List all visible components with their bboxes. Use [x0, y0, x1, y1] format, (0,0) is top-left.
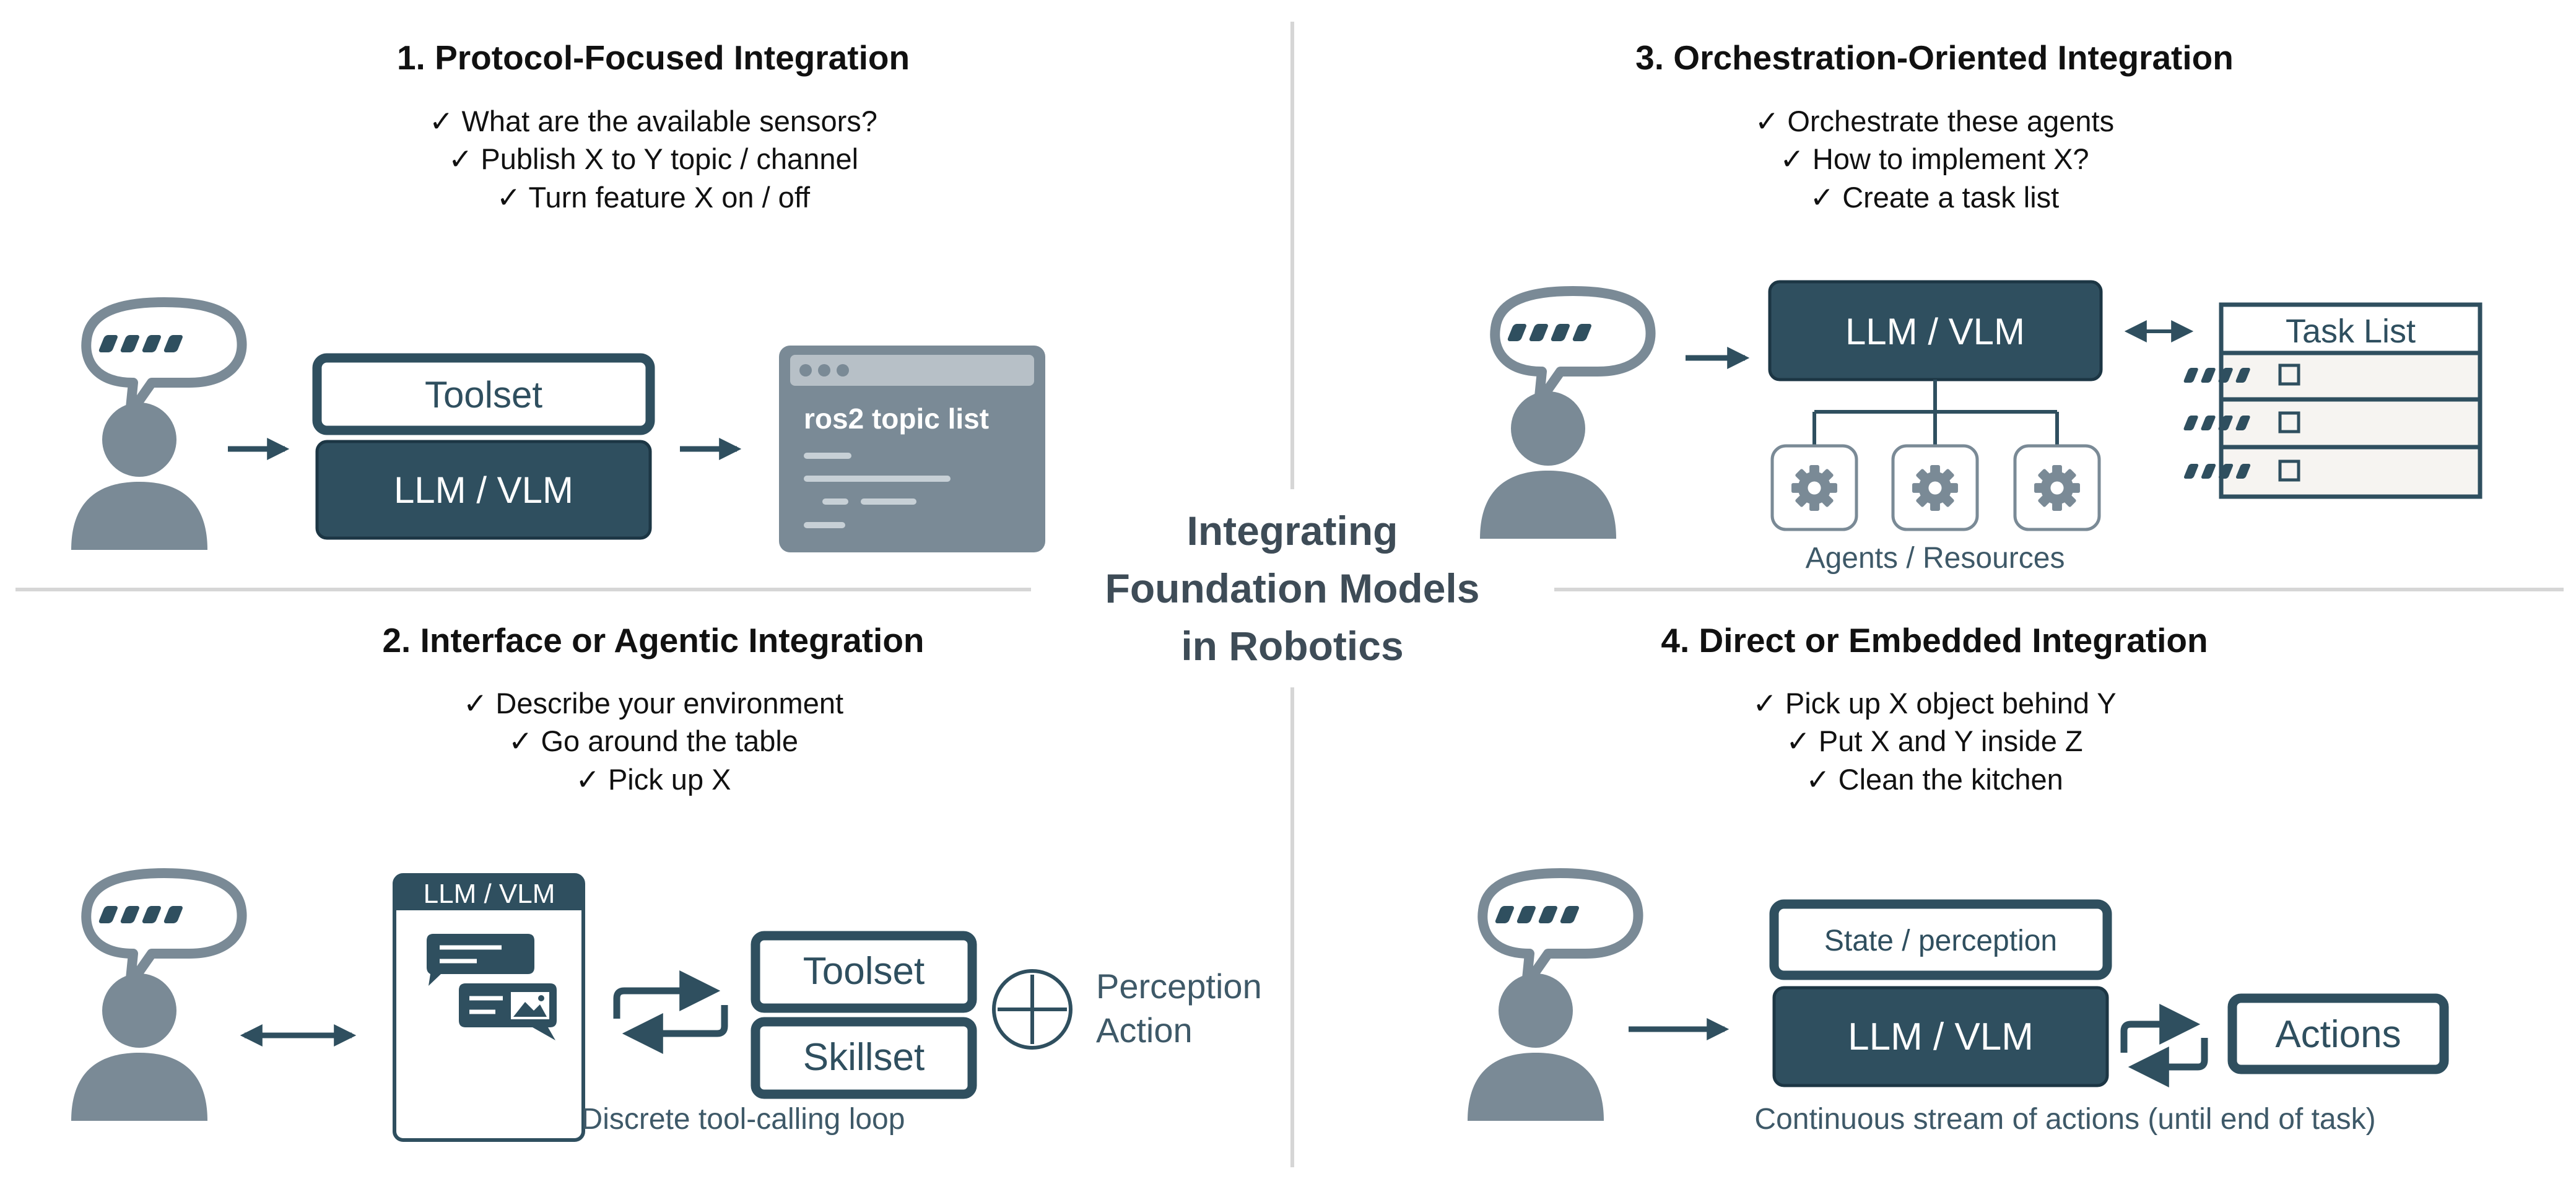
agent-node — [1770, 444, 1858, 531]
checkbox-icon — [2278, 459, 2300, 482]
user-icon — [71, 302, 242, 550]
user-icon — [1480, 291, 1651, 539]
center-title-line-1: Integrating — [1187, 508, 1398, 554]
panel-4-check-3: ✓ Clean the kitchen — [1806, 763, 2063, 796]
panel-3-check-3: ✓ Create a task list — [1810, 181, 2059, 214]
toolset-box — [312, 353, 655, 435]
panel-interface-agentic: 2. Interface or Agentic Integration ✓ De… — [71, 621, 1262, 1142]
llm-vlm-label: LLM / VLM — [1845, 311, 2025, 352]
actions-box — [2227, 993, 2449, 1074]
panel-2-check-2: ✓ Go around the table — [508, 725, 798, 757]
panel-1-check-2: ✓ Publish X to Y topic / channel — [448, 142, 858, 175]
agent-node — [2013, 444, 2101, 531]
state-perception-box — [1769, 899, 2112, 980]
skillset-box — [751, 1017, 977, 1099]
state-perception-label: State / perception — [1824, 925, 2057, 957]
panel-orchestration: 3. Orchestration-Oriented Integration ✓ … — [1480, 38, 2482, 575]
center-title-line-2: Foundation Models — [1105, 565, 1480, 611]
app-header-label: LLM / VLM — [424, 879, 555, 909]
llm-vlm-label: LLM / VLM — [1848, 1016, 2034, 1058]
panel-4-title: 4. Direct or Embedded Integration — [1661, 621, 2208, 659]
panel-direct-embedded: 4. Direct or Embedded Integration ✓ Pick… — [1468, 621, 2449, 1136]
agent-node — [1891, 444, 1979, 531]
task-row — [2183, 459, 2300, 482]
agent-tree-connectors — [1812, 380, 2059, 446]
skillset-label: Skillset — [803, 1036, 925, 1079]
loop-caption: Discrete tool-calling loop — [581, 1103, 905, 1136]
image-message-icon — [459, 983, 557, 1040]
toolset-box — [751, 931, 977, 1013]
panel-2-title: 2. Interface or Agentic Integration — [382, 621, 924, 659]
task-row — [2183, 411, 2300, 433]
window-command-text: ros2 topic list — [804, 403, 989, 435]
window-dot-icon — [818, 364, 830, 377]
center-title: Integrating Foundation Models in Robotic… — [1105, 508, 1480, 669]
llm-vlm-box — [315, 440, 652, 540]
action-label: Action — [1096, 1011, 1193, 1050]
checkbox-icon — [2278, 411, 2300, 433]
user-icon — [71, 873, 242, 1121]
panel-1-check-3: ✓ Turn feature X on / off — [497, 181, 811, 214]
plus-circle-icon — [992, 969, 1073, 1050]
actions-label: Actions — [2275, 1013, 2401, 1056]
panel-4-check-2: ✓ Put X and Y inside Z — [1786, 725, 2082, 757]
task-list-title: Task List — [2286, 313, 2416, 350]
window-title-bar — [790, 355, 1034, 386]
perception-label: Perception — [1096, 967, 1262, 1006]
panel-2-check-3: ✓ Pick up X — [576, 763, 731, 796]
gear-icon — [1791, 465, 1837, 511]
task-list: Task List — [2183, 302, 2482, 499]
chat-bubble-icon — [427, 934, 534, 986]
panel-2-check-1: ✓ Describe your environment — [463, 687, 843, 720]
task-row — [2183, 363, 2300, 386]
agents-caption: Agents / Resources — [1806, 542, 2065, 575]
refresh-loop-icon — [2120, 1004, 2208, 1087]
panel-4-check-1: ✓ Pick up X object behind Y — [1752, 687, 2116, 720]
quadrant-dividers — [15, 22, 2564, 1167]
panel-3-title: 3. Orchestration-Oriented Integration — [1635, 38, 2234, 77]
gear-icon — [2034, 465, 2080, 511]
checkbox-icon — [2278, 363, 2300, 386]
user-icon — [1468, 873, 1638, 1121]
panel-1-title: 1. Protocol-Focused Integration — [397, 38, 910, 77]
panel-1-check-1: ✓ What are the available sensors? — [429, 105, 877, 137]
window-dot-icon — [837, 364, 849, 377]
refresh-loop-icon — [613, 970, 728, 1054]
toolset-label: Toolset — [803, 950, 925, 993]
app-header-bar — [394, 875, 583, 910]
panel-3-check-1: ✓ Orchestrate these agents — [1755, 105, 2114, 137]
center-title-line-3: in Robotics — [1181, 623, 1403, 669]
window-text-lines — [804, 453, 951, 528]
stream-caption: Continuous stream of actions (until end … — [1754, 1103, 2375, 1136]
panel-3-check-2: ✓ How to implement X? — [1780, 142, 2089, 175]
window-dot-icon — [799, 364, 812, 377]
llm-vlm-label: LLM / VLM — [394, 469, 573, 511]
toolset-label: Toolset — [425, 374, 542, 416]
panel-protocol-focused: 1. Protocol-Focused Integration ✓ What a… — [71, 38, 1045, 552]
gear-icon — [1912, 465, 1958, 511]
llm-vlm-box — [1772, 986, 2109, 1087]
